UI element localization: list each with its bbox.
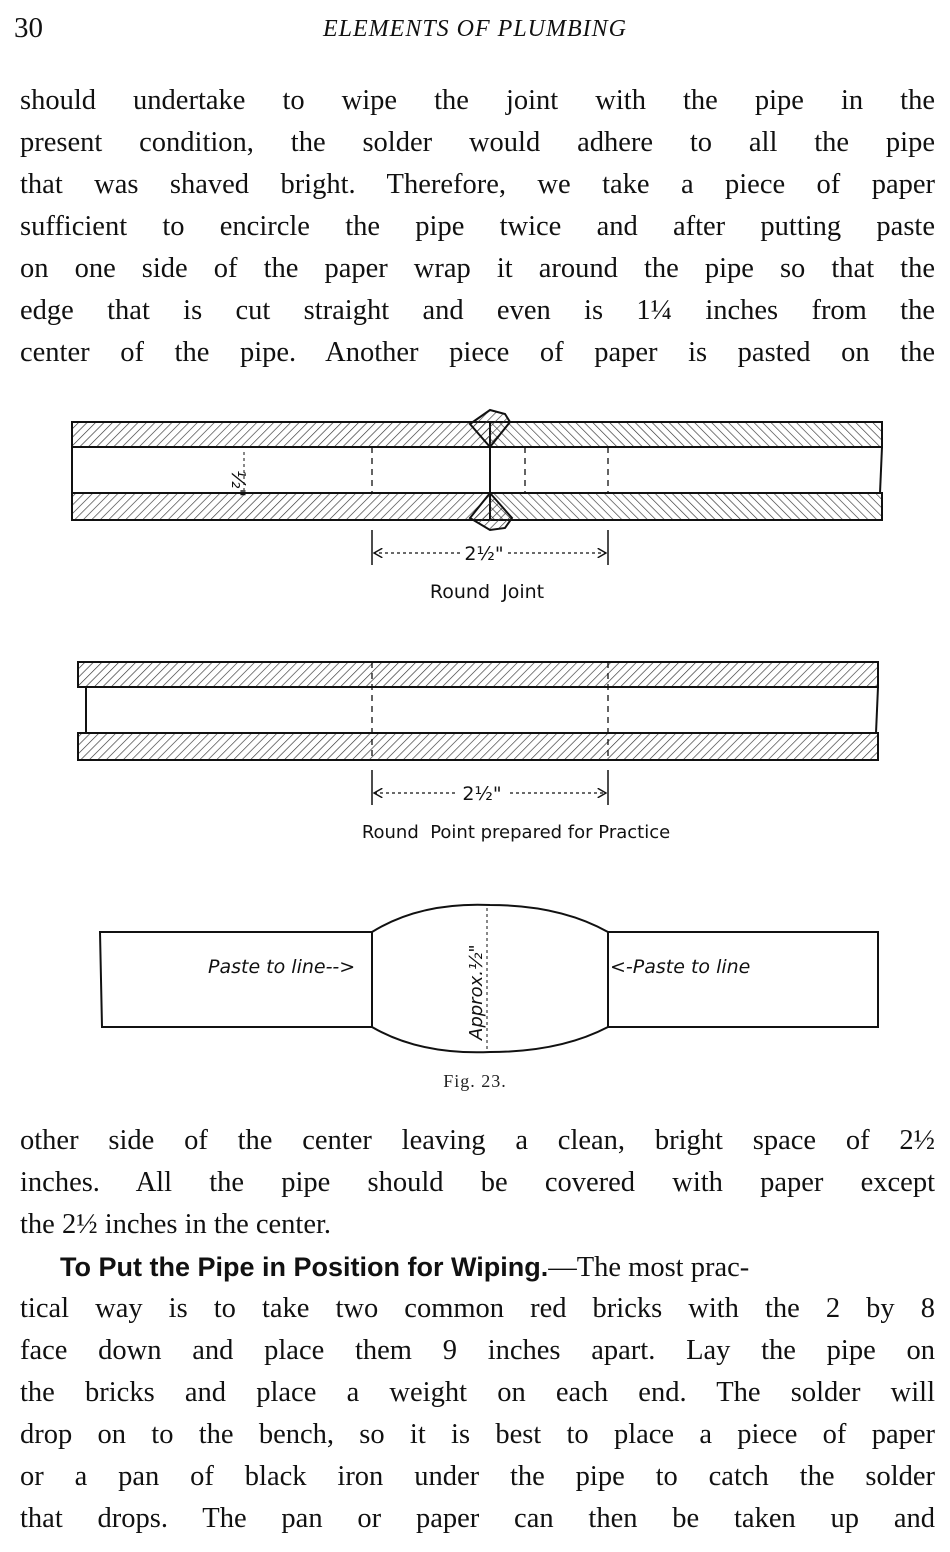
round-joint-drawing: ½" 2½" Round Joint [71, 408, 883, 603]
approx-label: Approx.½" [466, 944, 487, 1041]
paragraph-1: should undertake to wipe the joint with … [20, 80, 935, 374]
text-line: or a pan of black iron under the pipe to… [20, 1461, 935, 1492]
text-line: edge that is cut straight and even is 1¼… [20, 295, 935, 326]
text-line: center of the pipe. Another piece of pap… [20, 337, 935, 368]
dimension-label: 2½" [464, 543, 503, 565]
paste-to-line-right: <-Paste to line [610, 956, 750, 978]
text-line: To Put the Pipe in Position for Wiping.—… [20, 1246, 935, 1288]
text-line: that drops. The pan or paper can then be… [20, 1503, 935, 1534]
paste-to-line-left: Paste to line--> [208, 956, 355, 978]
section-heading: To Put the Pipe in Position for Wiping. [60, 1252, 549, 1282]
text-line: sufficient to encircle the pipe twice an… [20, 211, 935, 242]
text-line: face down and place them 9 inches apart.… [20, 1335, 935, 1366]
text-line: on one side of the paper wrap it around … [20, 253, 935, 284]
running-title: ELEMENTS OF PLUMBING [323, 16, 627, 42]
text-line: drop on to the bench, so it is best to p… [20, 1419, 935, 1450]
text-line: tical way is to take two common red bric… [20, 1293, 935, 1324]
paper-wrap-drawing: Paste to line--> <-Paste to line Approx.… [98, 903, 879, 1091]
text-line: should undertake to wipe the joint with … [20, 85, 935, 116]
text-line: inches. All the pipe should be covered w… [20, 1167, 935, 1198]
figure-caption: Fig. 23. [443, 1071, 507, 1091]
text-line: other side of the center leaving a clean… [20, 1125, 935, 1156]
dimension-label: 2½" [462, 783, 501, 805]
heading-continuation: —The most prac- [548, 1252, 750, 1283]
practice-pipe-drawing: 2½" Round Point prepared for Practice [77, 661, 879, 843]
wall-dimension-label: ½" [227, 470, 249, 497]
paragraph-2: other side of the center leaving a clean… [20, 1120, 935, 1540]
practice-caption: Round Point prepared for Practice [362, 822, 670, 843]
page-number: 30 [14, 12, 43, 44]
text-line: that was shaved bright. Therefore, we ta… [20, 169, 935, 200]
text-line: present condition, the solder would adhe… [20, 127, 935, 158]
round-joint-caption: Round Joint [430, 581, 544, 603]
text-line: the bricks and place a weight on each en… [20, 1377, 935, 1408]
text-line: the 2½ inches in the center. [20, 1209, 332, 1240]
